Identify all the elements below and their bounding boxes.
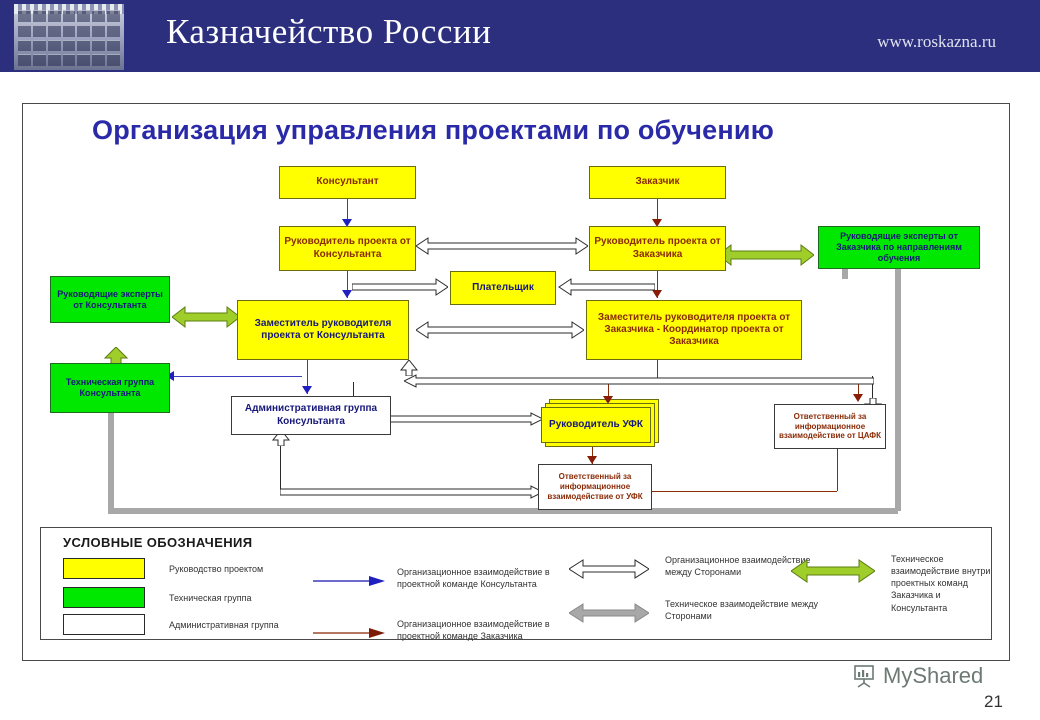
arrowhead-left-tech-group xyxy=(166,371,174,381)
arrowhead-down-ufk-officer xyxy=(587,456,597,464)
connector-bus-to-ufk-head xyxy=(608,382,609,404)
green-arrow-experts-deputy xyxy=(171,305,241,334)
arrow-bus-to-deputy-consultant-upper xyxy=(404,374,874,388)
arrowhead-down-consultant-deputy xyxy=(342,290,352,298)
presentation-easel-icon xyxy=(854,665,874,688)
legend-arrow-customer-organizational xyxy=(313,625,385,643)
node-consultant-tech-group[interactable]: Техническая группа Консультанта xyxy=(50,363,170,413)
legend-swatch-administrative xyxy=(63,614,145,635)
legend-label-inside-teams-technical: Техническое взаимодействие внутри проект… xyxy=(891,554,991,613)
green-arrow-customer-pm-experts xyxy=(717,243,815,272)
legend-title: УСЛОВНЫЕ ОБОЗНАЧЕНИЯ xyxy=(63,535,253,550)
page-header: Казначейство России www.roskazna.ru xyxy=(0,0,1040,72)
website-url: www.roskazna.ru xyxy=(877,32,996,51)
tech-path-right xyxy=(895,268,901,511)
node-consultant-admin-group[interactable]: Административная группа Консультанта xyxy=(231,396,391,435)
tech-path-customer-experts xyxy=(842,265,848,279)
watermark: MyShared xyxy=(852,663,983,689)
node-consultant[interactable]: Консультант xyxy=(279,166,416,199)
node-consultant-lead-experts[interactable]: Руководящие эксперты от Консультанта xyxy=(50,276,170,323)
legend-arrow-consultant-organizational xyxy=(313,573,385,591)
connector-consultant-to-pm xyxy=(347,198,348,224)
node-customer-lead-experts[interactable]: Руководящие эксперты от Заказчика по нап… xyxy=(818,226,980,269)
arrowhead-down-consultant-pm xyxy=(342,219,352,227)
arrow-up-to-admin-group xyxy=(271,430,291,446)
arrow-customer-to-payer xyxy=(557,278,655,296)
legend-arrow-between-sides-technical xyxy=(568,602,650,629)
connector-bus-right-down xyxy=(872,376,873,404)
node-customer[interactable]: Заказчик xyxy=(589,166,726,199)
arrow-pm-consultant-customer xyxy=(416,236,588,256)
arrow-to-ufk-officer xyxy=(280,485,543,499)
node-consultant-project-manager[interactable]: Руководитель проекта от Консультанта xyxy=(279,226,416,271)
node-ufk-info-officer[interactable]: Ответственный за информационное взаимоде… xyxy=(538,464,652,510)
connector-customer-deputy-down xyxy=(657,360,658,382)
connector-to-tech-group xyxy=(172,376,302,377)
connector-customer-to-pm xyxy=(657,198,658,224)
connector-consultant-pm-to-deputy xyxy=(347,270,348,298)
legend-panel: УСЛОВНЫЕ ОБОЗНАЧЕНИЯ Руководство проекто… xyxy=(40,527,992,643)
legend-label-customer-organizational: Организационное взаимодействие в проектн… xyxy=(397,619,550,642)
arrow-consultant-to-payer xyxy=(352,278,448,296)
page-title: Организация управления проектами по обуч… xyxy=(92,115,774,145)
legend-label-administrative: Административная группа xyxy=(169,620,279,630)
connector-ufk-officer-feed-v xyxy=(280,435,281,491)
node-consultant-deputy-pm[interactable]: Заместитель руководителя проекта от Конс… xyxy=(237,300,409,360)
tech-path-left xyxy=(108,380,114,511)
connector-ufk-officer-to-cafk-v xyxy=(837,446,838,491)
watermark-label: MyShared xyxy=(883,663,984,688)
legend-label-between-sides-organizational: Организационное взаимодействие между Сто… xyxy=(665,555,811,578)
arrowhead-down-cafk xyxy=(853,394,863,402)
connector-customer-pm-to-deputy xyxy=(657,270,658,298)
tech-path-bottom xyxy=(108,508,898,514)
arrowhead-down-admin-group xyxy=(302,386,312,394)
treasury-building-photo xyxy=(14,4,124,70)
connector-ufk-officer-to-cafk-h xyxy=(652,491,837,492)
legend-label-consultant-organizational: Организационное взаимодействие в проектн… xyxy=(397,567,550,590)
legend-label-technical: Техническая группа xyxy=(169,593,252,603)
arrowhead-down-customer-pm xyxy=(652,219,662,227)
legend-swatch-management xyxy=(63,558,145,579)
arrowhead-down-customer-deputy xyxy=(652,290,662,298)
arrowhead-down-ufk-head xyxy=(603,396,613,404)
arrow-up-to-deputy-consultant xyxy=(399,360,419,376)
node-payer[interactable]: Плательщик xyxy=(450,271,556,305)
node-customer-project-manager[interactable]: Руководитель проекта от Заказчика xyxy=(589,226,726,271)
page-number: 21 xyxy=(984,692,1003,711)
legend-label-between-sides-technical: Техническое взаимодействие между Сторона… xyxy=(665,599,818,622)
node-customer-deputy-pm[interactable]: Заместитель руководителя проекта от Зака… xyxy=(586,300,802,360)
legend-arrow-between-sides-organizational xyxy=(568,558,650,585)
connector-bus-to-cafk xyxy=(858,382,859,400)
connector-ufk-head-to-officer xyxy=(592,442,593,464)
legend-swatch-technical xyxy=(63,587,145,608)
legend-arrow-inside-teams-technical xyxy=(790,558,876,589)
legend-label-management: Руководство проектом xyxy=(169,564,264,574)
arrow-deputies-organizational xyxy=(416,320,584,340)
organization-title: Казначейство России xyxy=(166,12,492,51)
node-ufk-head[interactable]: Руководитель УФК xyxy=(541,407,651,443)
node-cafk-info-officer[interactable]: Ответственный за информационное взаимоде… xyxy=(774,404,886,449)
connector-deputy-to-admin-group xyxy=(307,360,308,394)
